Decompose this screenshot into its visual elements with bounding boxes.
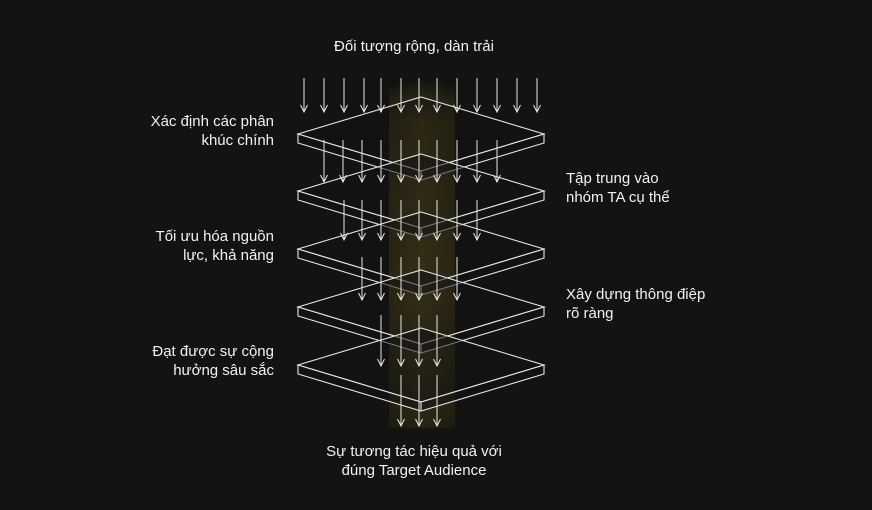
left-label-3-line-1: Đạt được sự cộng [152,343,274,360]
arrow-3-4 [397,200,405,242]
bottom-label-line-1: Sự tương tác hiệu quả với [326,443,502,460]
arrow-3-8 [473,200,481,242]
arrow-5-3 [415,315,423,368]
arrow-4-3 [397,257,405,302]
bottom-label-line-2: đúng Target Audience [341,462,487,479]
arrow-2-4 [377,140,385,184]
layer-group [296,96,546,412]
arrow-2-9 [473,140,481,184]
arrow-5-4 [433,315,441,368]
left-label-2: Tối ưu hóa nguồn lực, khả năng [60,227,274,265]
left-label-1: Xác định các phân khúc chính [60,112,274,150]
arrow-4-4 [415,257,423,302]
left-label-1-line-1: Xác định các phân [150,113,274,130]
arrow-4-2 [377,257,385,302]
right-label-2-line-2: rõ ràng [566,305,614,322]
top-label: Đối tượng rộng, dàn trải [286,37,542,56]
arrow-2-5 [397,140,405,184]
top-label-text: Đối tượng rộng, dàn trải [334,38,494,55]
layer-5 [296,327,546,412]
left-label-2-line-2: lực, khả năng [183,247,274,264]
arrow-3-5 [415,200,423,242]
arrow-3-2 [358,200,366,242]
arrow-1-11 [493,78,501,114]
left-label-3: Đạt được sự cộng hưởng sâu sắc [60,342,274,380]
arrow-2-7 [433,140,441,184]
arrow-1-12 [513,78,521,114]
arrow-4-6 [453,257,461,302]
bottom-label: Sự tương tác hiệu quả với đúng Target Au… [286,442,542,480]
arrow-6-2 [415,375,423,428]
arrow-3-6 [433,200,441,242]
arrow-1-10 [473,78,481,114]
arrow-1-2 [320,78,328,114]
right-label-1-line-2: nhóm TA cụ thể [566,189,670,206]
arrow-1-3 [340,78,348,114]
right-label-2: Xây dựng thông điệp rõ ràng [566,285,786,323]
arrow-1-13 [533,78,541,114]
arrow-3-7 [453,200,461,242]
arrow-1-8 [433,78,441,114]
arrow-3-3 [377,200,385,242]
arrow-4-5 [433,257,441,302]
right-label-1-line-1: Tập trung vào [566,170,659,187]
arrow-5-1 [377,315,385,368]
arrow-4-1 [358,257,366,302]
arrow-1-9 [453,78,461,114]
arrow-2-6 [415,140,423,184]
arrow-2-10 [493,140,501,184]
arrow-1-1 [300,78,308,114]
arrow-1-7 [415,78,423,114]
left-label-3-line-2: hưởng sâu sắc [173,362,274,379]
arrow-6-3 [433,375,441,428]
arrow-2-2 [339,140,347,184]
right-label-2-line-1: Xây dựng thông điệp [566,286,706,303]
right-label-1: Tập trung vào nhóm TA cụ thể [566,169,786,207]
left-label-1-line-2: khúc chính [201,132,274,149]
arrow-2-1 [320,140,328,184]
arrow-3-1 [340,200,348,242]
arrow-2-8 [453,140,461,184]
arrow-1-4 [360,78,368,114]
arrow-1-6 [397,78,405,114]
left-label-2-line-1: Tối ưu hóa nguồn [155,228,274,245]
arrow-5-2 [397,315,405,368]
arrow-1-5 [377,78,385,114]
arrow-2-3 [358,140,366,184]
arrow-6-1 [397,375,405,428]
arrow-group [300,78,541,428]
